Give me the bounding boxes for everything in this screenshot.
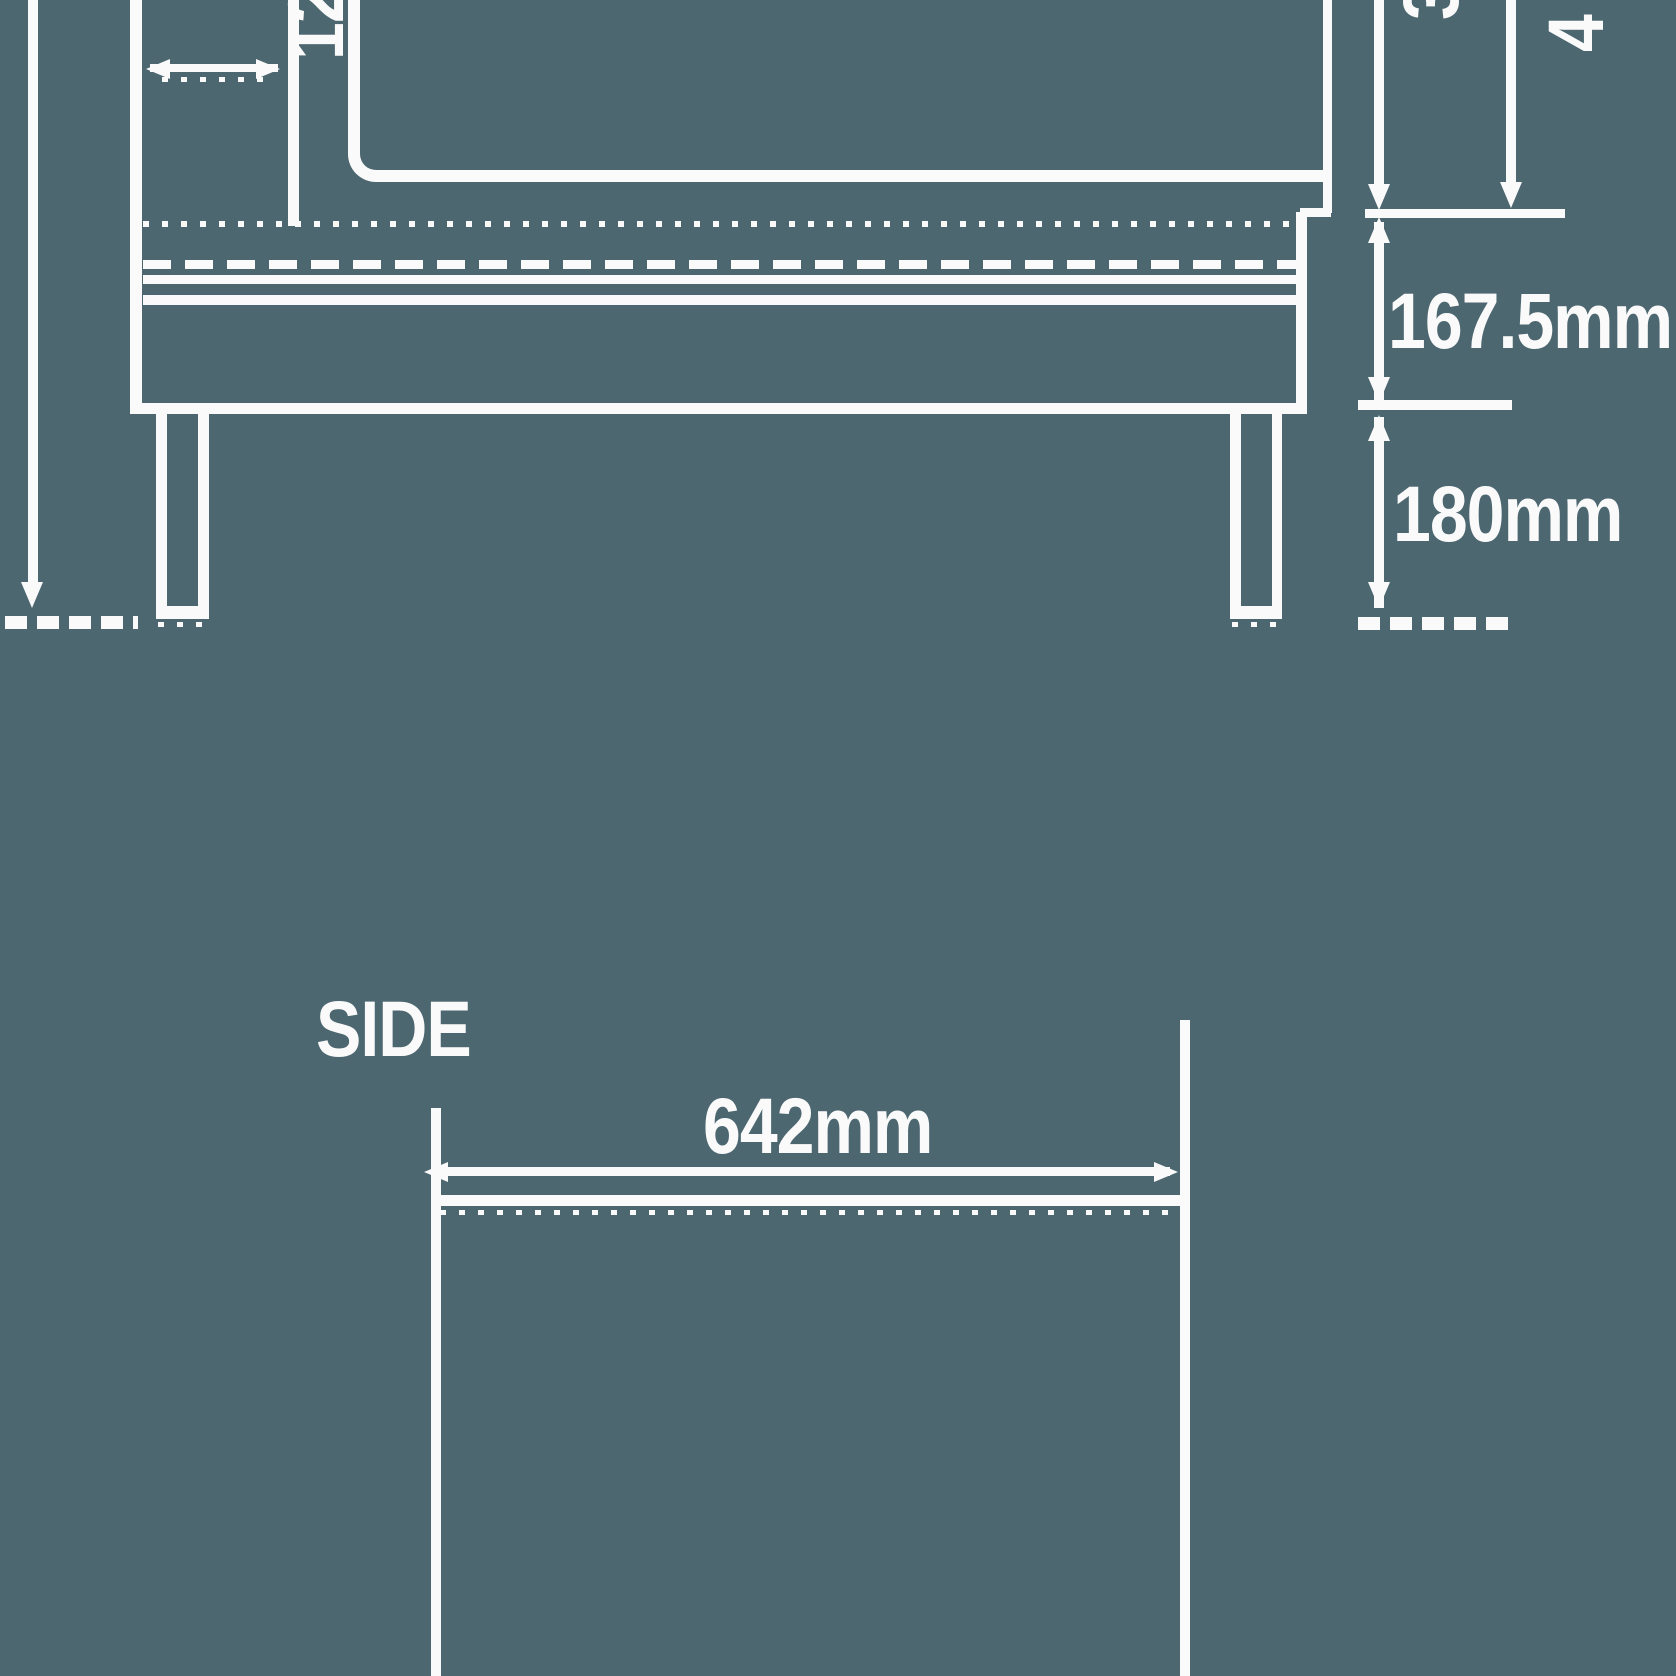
left-leg-outer-edge (156, 414, 167, 614)
frame-bottom-edge (130, 403, 1307, 414)
frame-height-label: 167.5mm (1388, 277, 1673, 366)
dimension-arrow-down-icon (1500, 182, 1522, 208)
cropped-dimension-label-b: 4 (1532, 15, 1621, 52)
frame-top-edge (143, 295, 1307, 305)
dimension-arrow-down-icon (1368, 582, 1390, 608)
overall-height-dimension-line (28, 0, 38, 590)
cropped-dimension-line-a (1374, 0, 1384, 190)
extension-line-frame-bottom (1358, 400, 1512, 410)
dimension-arrow-right-icon (1154, 1162, 1178, 1182)
right-leg-bottom (1230, 606, 1282, 619)
cushion-outline (348, 0, 1331, 182)
cushion-to-frame-step (1300, 208, 1331, 217)
frame-right-edge (1296, 212, 1307, 414)
side-right-edge (1180, 1020, 1190, 1676)
arm-arrow-shadow (162, 77, 266, 82)
armrest-inner-edge (288, 0, 299, 226)
dimension-arrow-up-icon (1368, 217, 1390, 243)
hidden-line-lower (143, 260, 1296, 269)
side-left-edge (431, 1108, 441, 1676)
right-leg-inner-edge (1230, 414, 1241, 614)
frame-height-dimension-line (1374, 222, 1384, 403)
arm-width-label: 12 (272, 0, 361, 60)
cropped-dimension-label-a: 3 (1387, 0, 1476, 20)
left-leg-shadow (158, 622, 206, 627)
dimension-arrow-right-icon (256, 59, 280, 79)
dimension-arrow-down-icon (21, 582, 43, 608)
right-leg-outer-edge (1272, 414, 1282, 614)
cushion-right-edge (1323, 0, 1332, 213)
side-view-title: SIDE (316, 985, 472, 1074)
dimension-arrow-down-icon (1368, 184, 1390, 210)
arm-width-dimension-line (150, 64, 278, 72)
side-top-edge (435, 1195, 1190, 1206)
leg-height-label: 180mm (1393, 470, 1623, 559)
dimension-arrow-left-icon (146, 59, 170, 79)
left-leg-inner-edge (198, 414, 209, 614)
rail-line (143, 275, 1296, 284)
depth-label: 642mm (703, 1082, 933, 1171)
dimension-arrow-down-icon (1368, 377, 1390, 403)
body-left-edge (130, 0, 142, 414)
left-leg-bottom (156, 606, 209, 619)
cropped-dimension-line-b (1506, 0, 1516, 188)
depth-dimension-line (438, 1167, 1170, 1176)
extension-line-rail-top (1365, 209, 1565, 218)
hidden-line-upper (143, 221, 1296, 227)
dimension-arrow-up-icon (1368, 415, 1390, 441)
ground-extension-tick (5, 616, 138, 629)
right-leg-shadow (1232, 622, 1278, 627)
ground-extension-tick-right (1358, 617, 1516, 630)
leg-height-dimension-line (1374, 417, 1384, 608)
side-top-edge-shadow (440, 1210, 1175, 1215)
